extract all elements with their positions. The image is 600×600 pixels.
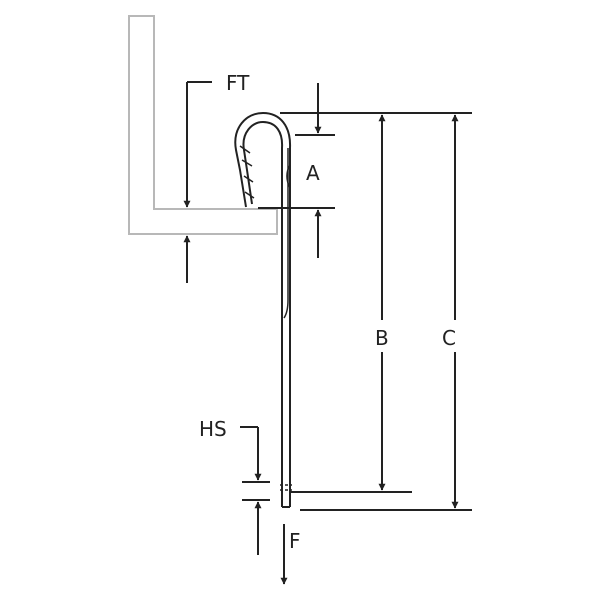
label-a: A [306,161,320,185]
clip-body [234,111,292,508]
label-ft: FT [226,71,250,95]
dimension-hs [240,426,270,555]
label-f: F [289,529,301,553]
label-hs: HS [199,417,227,441]
extension-lines [258,112,472,511]
dimension-ft [183,81,212,283]
label-c: C [442,326,456,350]
label-b: B [375,326,389,350]
